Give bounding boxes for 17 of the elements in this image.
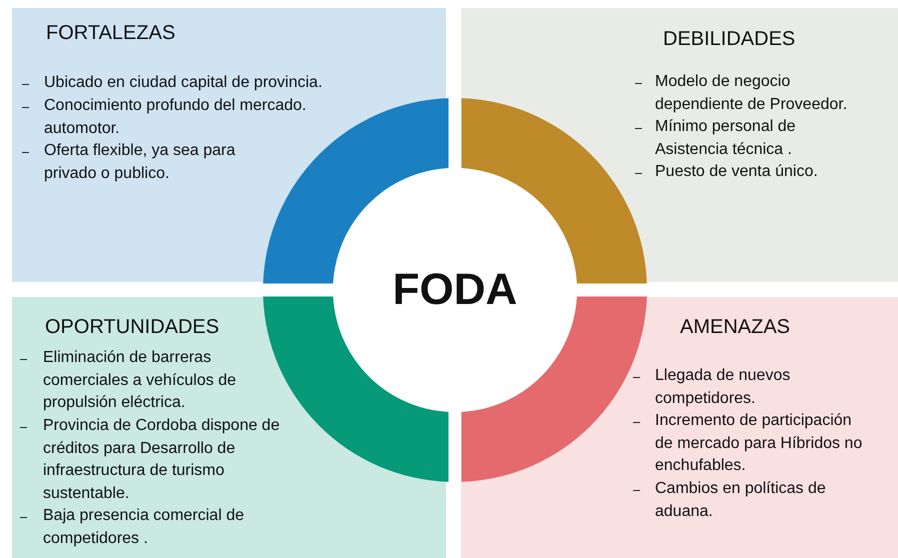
bullet-text: Oferta flexible, ya sea para privado o publico.	[44, 141, 236, 184]
bullet-text: Modelo de negocio dependiente de Proveedor.	[655, 72, 848, 114]
quadrant-heading: DEBILIDADES	[663, 28, 796, 51]
bullet-text: Cambios en políticas de aduana.	[655, 479, 827, 522]
bullet-text: Conocimiento profundo del mercado. automotor.	[44, 96, 308, 138]
bullet-text: Llegada de nuevos competidores.	[655, 366, 792, 408]
bullet-text: Mínimo personal de Asistencia técnica .	[655, 117, 797, 160]
quadrant-heading: AMENAZAS	[680, 316, 790, 339]
bullet-text: Incremento de participación de mercado para Híbridos no enchufables.	[655, 411, 864, 476]
bullet-text: Ubicado en ciudad capital de provincia.	[44, 73, 324, 93]
center-title: FODA	[392, 265, 518, 315]
quadrant-heading: FORTALEZAS	[46, 22, 176, 45]
bullet-text: Provincia de Cordoba dispone de créditos para Desarrollo de infraestructura de turismo sustentable.	[43, 416, 281, 504]
quadrant-heading: OPORTUNIDADES	[45, 316, 220, 339]
bullet-text: Puesto de venta único.	[655, 162, 819, 182]
bullet-text: Baja presencia comercial de competidores .	[43, 506, 245, 548]
bullet-text: Eliminación de barreras comerciales a vehículos de propulsión eléctrica.	[43, 348, 237, 413]
